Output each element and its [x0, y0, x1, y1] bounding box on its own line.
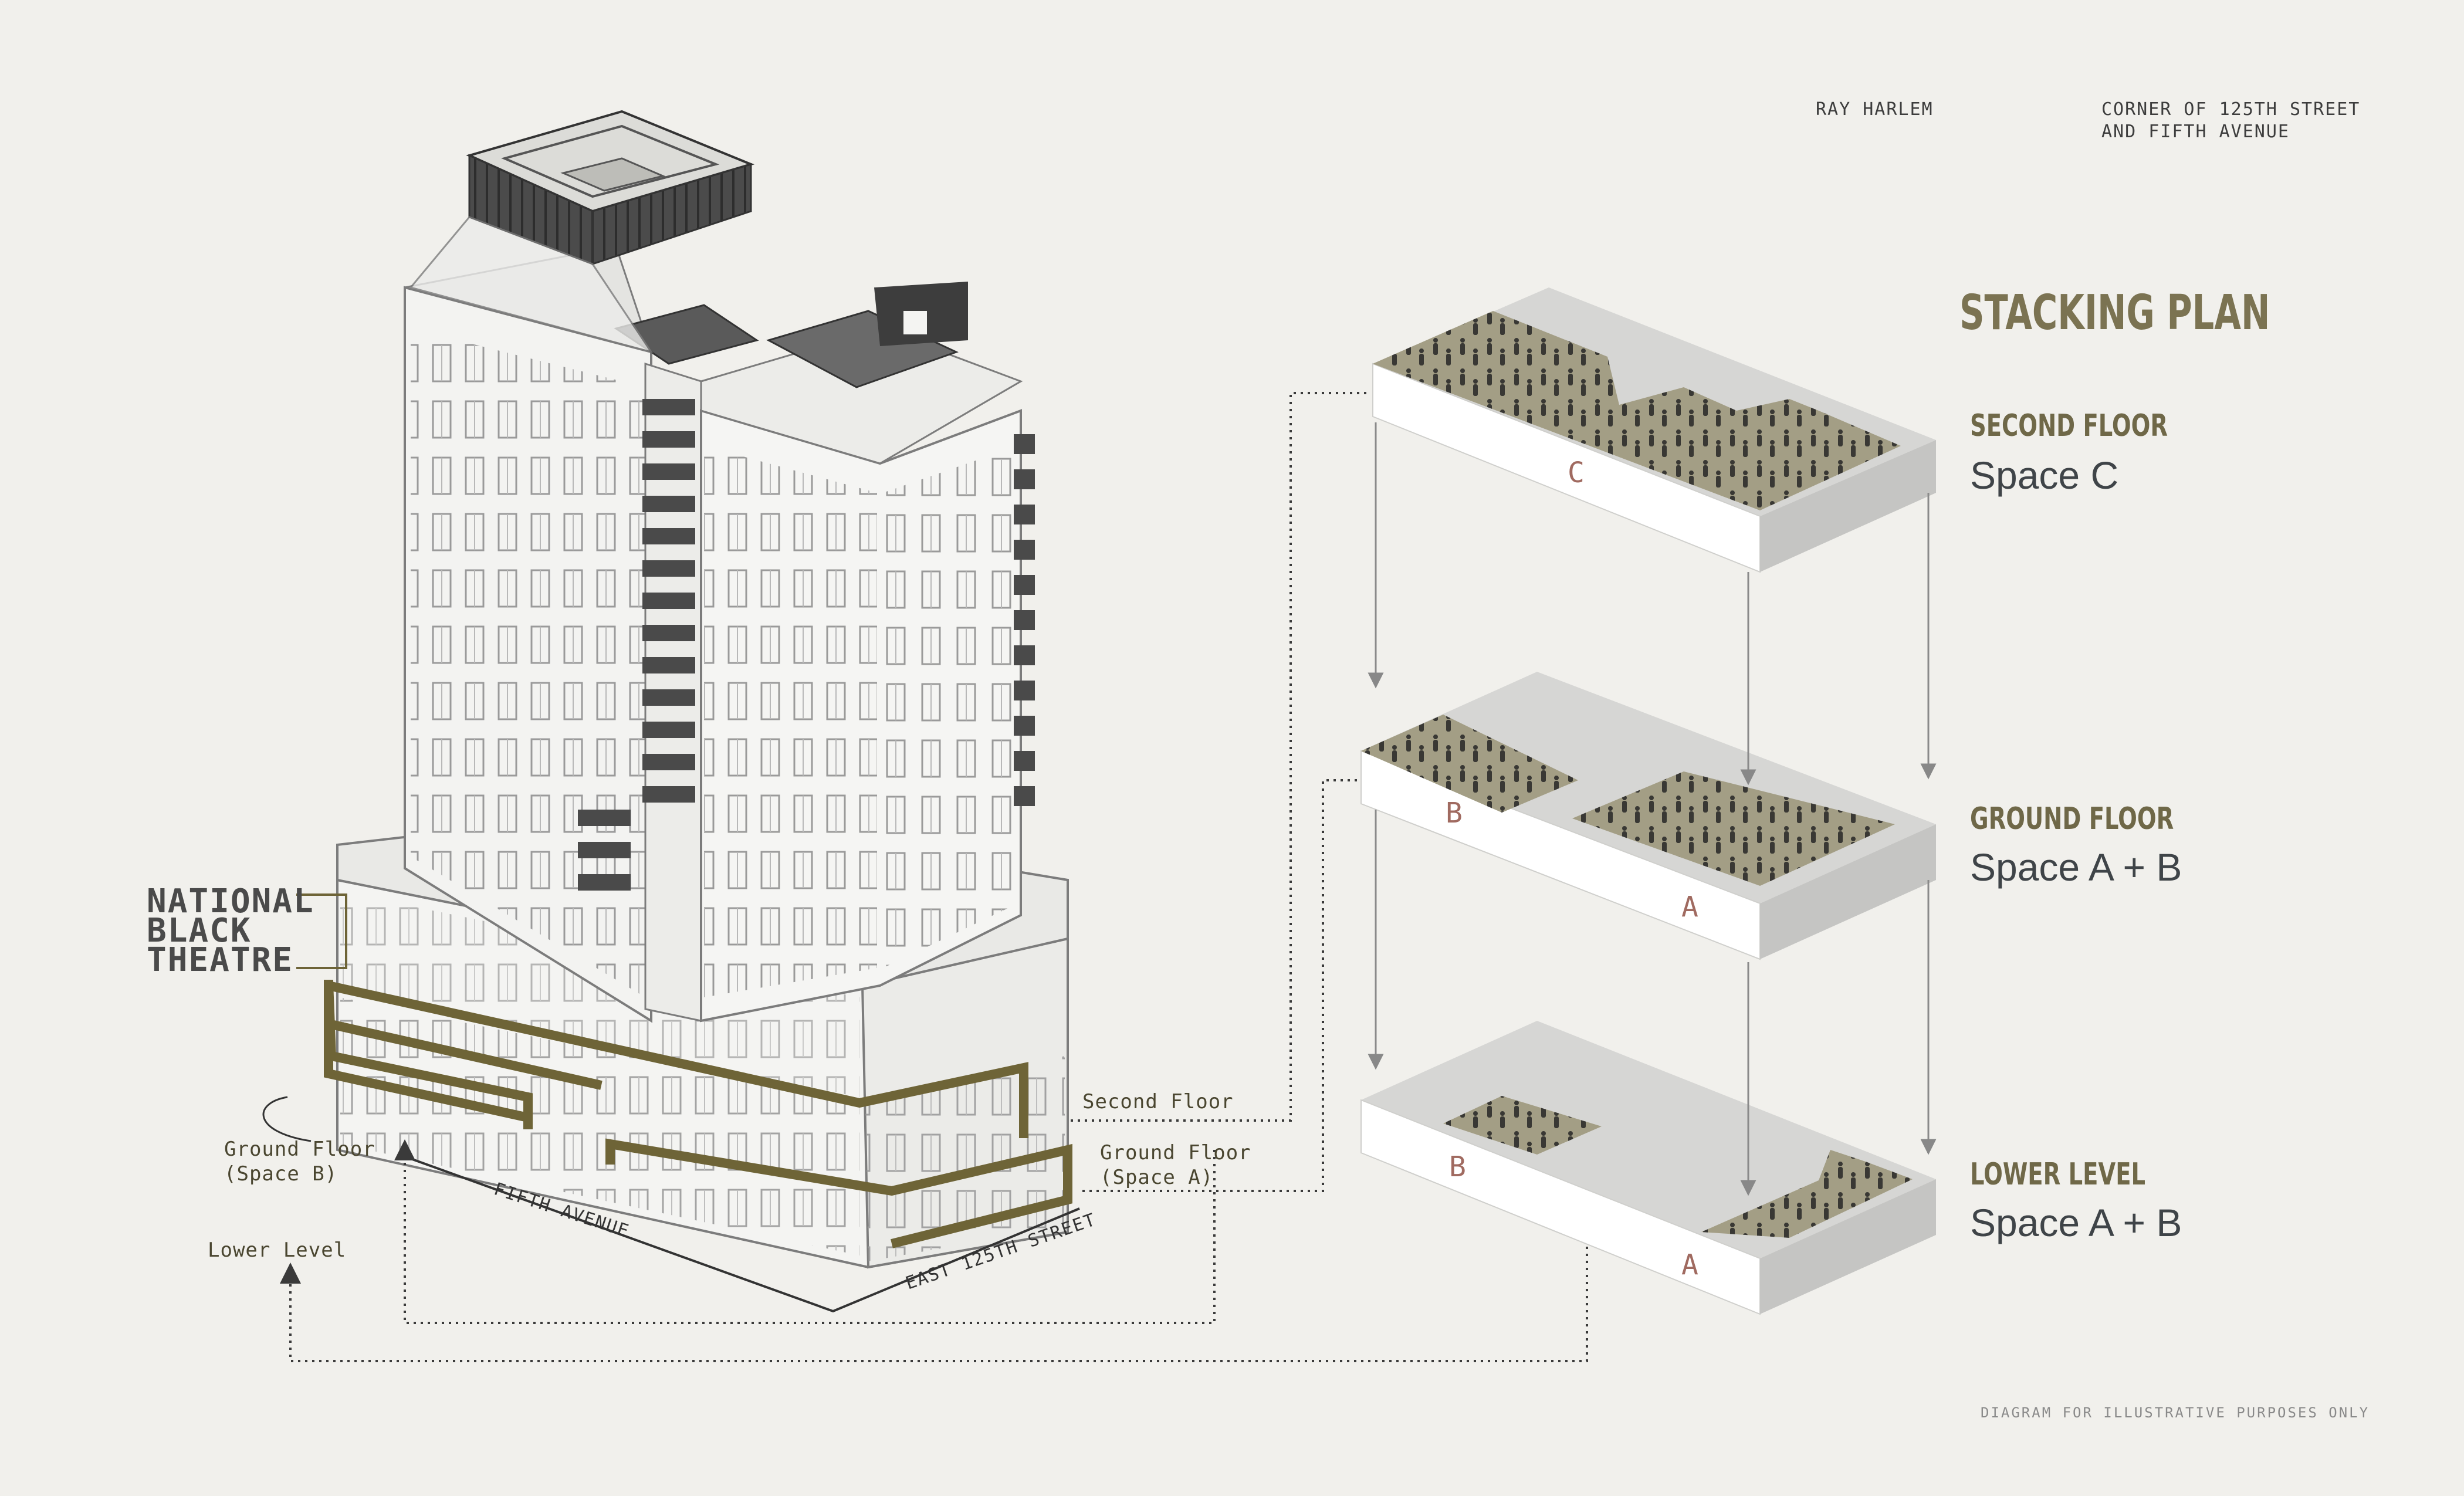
zone-letter-a-lower: A	[1681, 1248, 1698, 1281]
callout-lower-level: Lower Level	[208, 1238, 346, 1263]
callout-second-floor: Second Floor	[1082, 1089, 1234, 1114]
callout-ground-floor-a: Ground Floor (Space A)	[1100, 1140, 1251, 1190]
slab-ground-floor: B A	[1361, 672, 1936, 959]
slab-lower-level: B A	[1361, 1021, 1936, 1314]
building-illustration: FIFTH AVENUE EAST 125TH STREET	[263, 111, 1099, 1311]
callout-ground-floor-b: Ground Floor (Space B)	[224, 1137, 375, 1186]
slab-second-floor: C	[1373, 287, 1936, 572]
zone-letter-a-ground: A	[1681, 891, 1698, 923]
zone-letter-c: C	[1568, 456, 1585, 489]
zone-letter-b-ground: B	[1446, 797, 1463, 830]
disclaimer: DIAGRAM FOR ILLUSTRATIVE PURPOSES ONLY	[1981, 1404, 2370, 1421]
tenant-logo: NATIONAL BLACK THEATRE	[147, 887, 314, 975]
zone-letter-b-lower: B	[1449, 1150, 1466, 1183]
